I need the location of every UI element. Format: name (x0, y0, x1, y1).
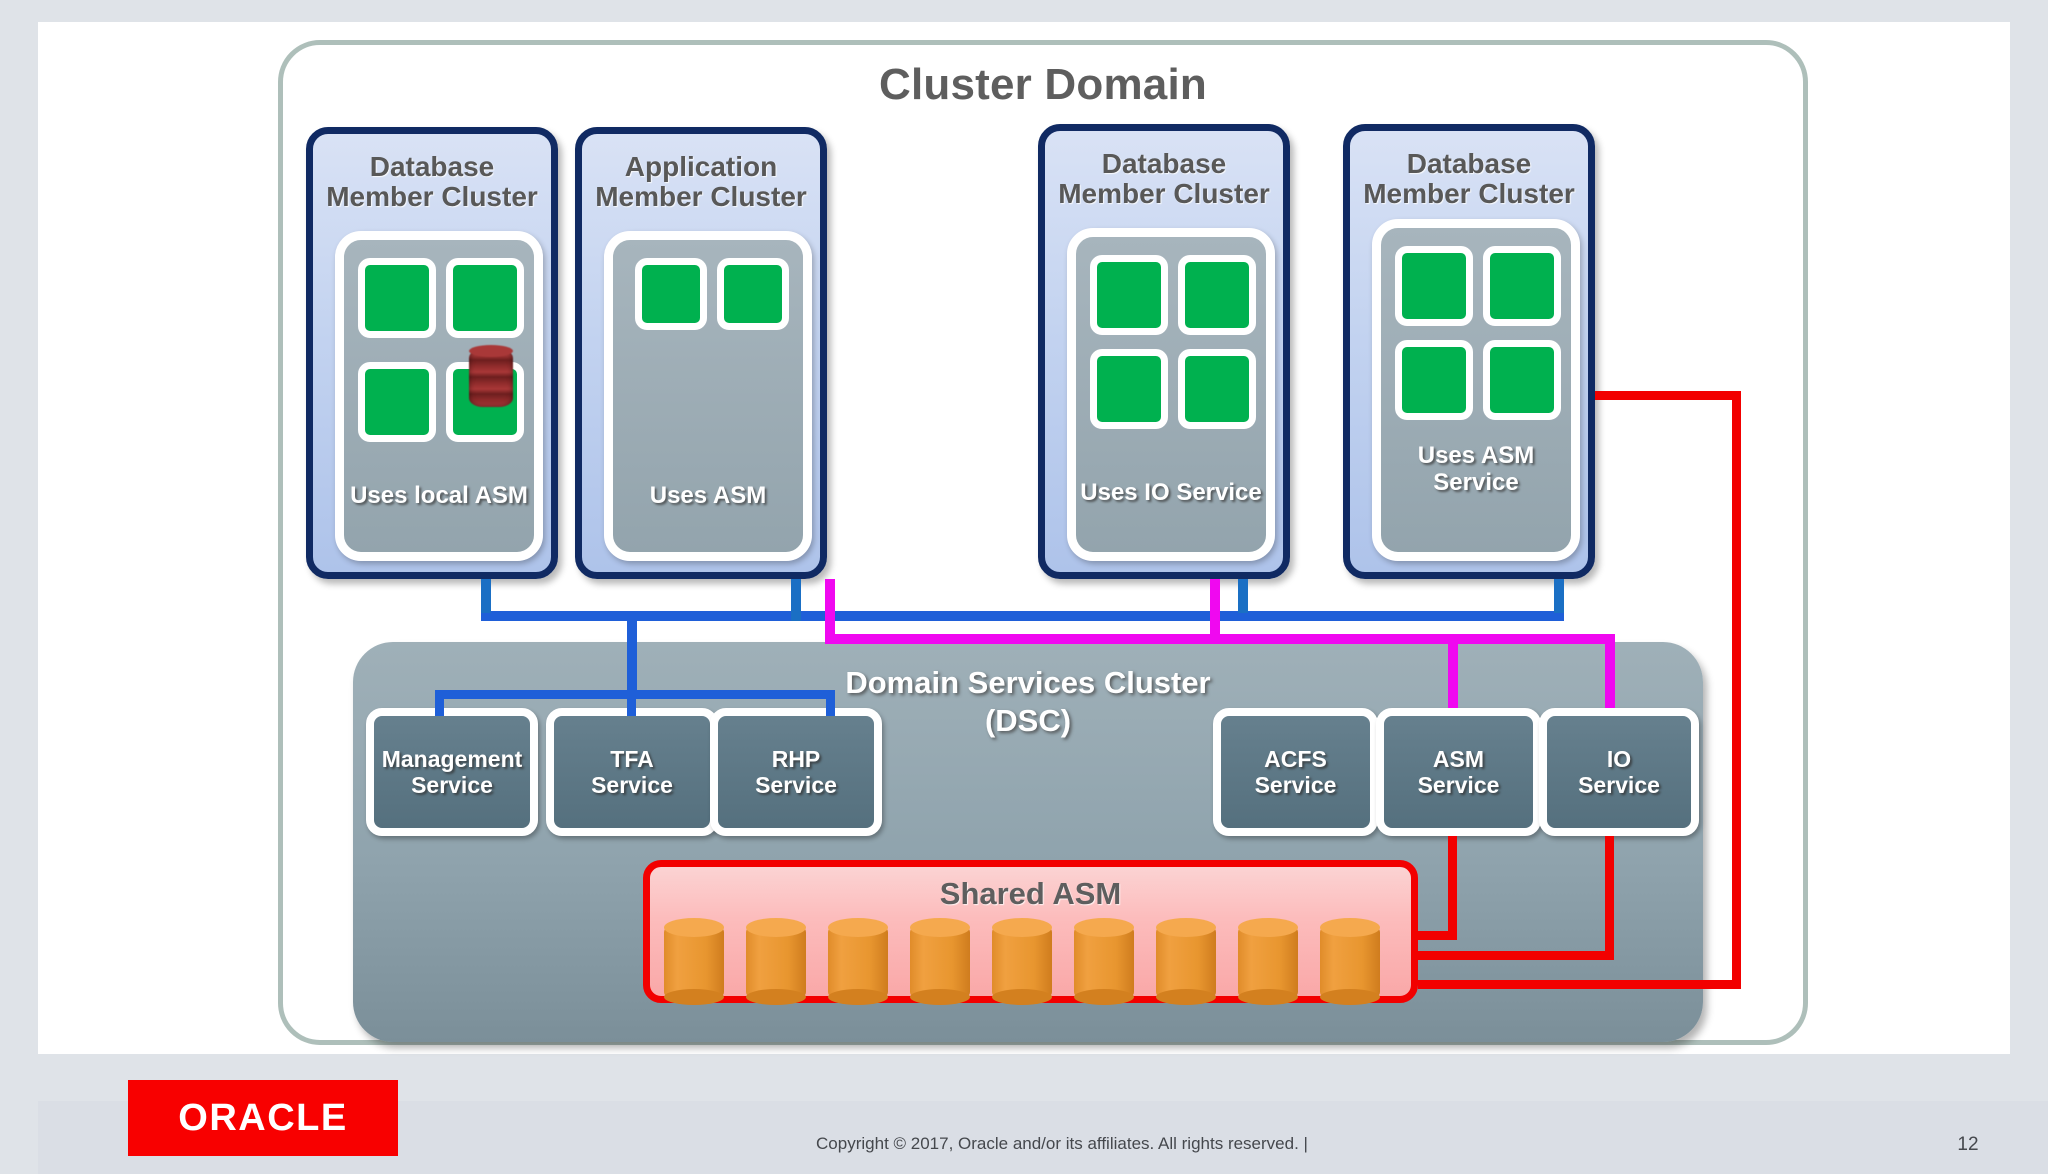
asm-disk (664, 918, 724, 1005)
member-cluster-3[interactable]: Database Member Cluster Uses IO Service (1038, 124, 1290, 579)
asm-disk (1238, 918, 1298, 1005)
magenta-drop-asm-service (1448, 634, 1458, 708)
service-rhp-label: RHP Service (755, 745, 837, 798)
node (446, 258, 524, 338)
member-cluster-3-title: Database Member Cluster (1058, 148, 1270, 209)
member-cluster-2-node-panel: Uses ASM (604, 231, 812, 561)
node (1090, 349, 1168, 429)
node (1483, 340, 1561, 420)
node (1090, 255, 1168, 335)
asm-disk (1156, 918, 1216, 1005)
node (717, 258, 789, 330)
magenta-drop-cluster-3 (1210, 579, 1220, 641)
node (358, 362, 436, 442)
blue-drop-cluster-4 (1554, 579, 1564, 613)
local-database-icon (469, 345, 513, 407)
member-cluster-1-node-panel: Uses local ASM (335, 231, 543, 561)
node (1395, 246, 1473, 326)
asm-disk (992, 918, 1052, 1005)
blue-fan-drop-tfa (627, 690, 636, 716)
blue-drop-cluster-2 (791, 579, 801, 621)
service-management-label: Management Service (381, 745, 523, 798)
member-cluster-3-node-panel: Uses IO Service (1067, 228, 1275, 561)
node (1395, 340, 1473, 420)
service-asm-label: ASM Service (1417, 745, 1500, 798)
page-number: 12 (1957, 1134, 1979, 1155)
node (1178, 349, 1256, 429)
red-segment-io-service-horizontal (1418, 951, 1614, 960)
member-cluster-2-uses-label: Uses ASM (649, 482, 767, 509)
shared-asm-title: Shared ASM (939, 876, 1122, 911)
shared-asm-box[interactable]: Shared ASM (643, 860, 1418, 1005)
magenta-drop-cluster-2 (825, 579, 835, 641)
magenta-bus-horizontal (825, 634, 1615, 644)
blue-trunk-vertical (627, 611, 637, 697)
asm-disk (910, 918, 970, 1005)
oracle-logo: ORACLE (128, 1080, 398, 1156)
service-asm[interactable]: ASM Service (1376, 708, 1541, 836)
member-cluster-4-title: Database Member Cluster (1363, 148, 1575, 209)
node (358, 258, 436, 338)
service-tfa[interactable]: TFA Service (546, 708, 718, 836)
page-title: Cluster Domain (879, 60, 1207, 109)
service-management[interactable]: Management Service (366, 708, 538, 836)
cluster-domain-frame (278, 40, 1808, 1045)
service-tfa-label: TFA Service (591, 745, 673, 798)
slide-canvas: Cluster Domain Database Member Cluster U… (38, 22, 2048, 1174)
asm-disk (746, 918, 806, 1005)
member-cluster-1-title: Database Member Cluster (326, 151, 538, 212)
blue-drop-cluster-3 (1238, 579, 1248, 613)
red-segment-asm-service-vertical (1448, 836, 1457, 940)
member-cluster-4-uses-label: Uses ASM Service (1417, 442, 1535, 496)
service-acfs[interactable]: ACFS Service (1213, 708, 1378, 836)
service-io[interactable]: IO Service (1539, 708, 1699, 836)
blue-fan-drop-management (435, 690, 444, 716)
node (1483, 246, 1561, 326)
service-acfs-label: ACFS Service (1254, 745, 1337, 798)
member-cluster-1-uses-label: Uses local ASM (350, 482, 528, 509)
blue-drop-cluster-1 (481, 579, 491, 613)
red-segment-cluster4-out (1595, 391, 1741, 400)
asm-disk (828, 918, 888, 1005)
node (635, 258, 707, 330)
oracle-logo-text: ORACLE (178, 1096, 348, 1139)
domain-services-cluster[interactable]: Domain Services Cluster (DSC) Management… (353, 642, 1703, 1042)
member-cluster-2[interactable]: Application Member Cluster Uses ASM (575, 127, 827, 579)
blue-fan-drop-rhp (826, 690, 835, 716)
member-cluster-3-uses-label: Uses IO Service (1080, 479, 1262, 506)
blue-bus-horizontal (481, 611, 1564, 621)
red-segment-io-service-vertical (1605, 836, 1614, 960)
member-cluster-4[interactable]: Database Member Cluster Uses ASM Service (1343, 124, 1595, 579)
magenta-drop-io-service (1605, 634, 1615, 708)
service-rhp[interactable]: RHP Service (710, 708, 882, 836)
red-segment-right-vertical (1732, 391, 1741, 989)
dsc-title: Domain Services Cluster (DSC) (845, 665, 1211, 738)
asm-disk (1074, 918, 1134, 1005)
member-cluster-1[interactable]: Database Member Cluster Uses local ASM (306, 127, 558, 579)
red-segment-asm-service-horizontal (1418, 931, 1457, 940)
member-cluster-2-title: Application Member Cluster (595, 151, 807, 212)
node (1178, 255, 1256, 335)
copyright-text: Copyright © 2017, Oracle and/or its affi… (816, 1134, 1308, 1153)
red-segment-bottom-horizontal (1418, 980, 1741, 989)
member-cluster-4-node-panel: Uses ASM Service (1372, 219, 1580, 561)
asm-disk (1320, 918, 1380, 1005)
service-io-label: IO Service (1578, 745, 1660, 798)
